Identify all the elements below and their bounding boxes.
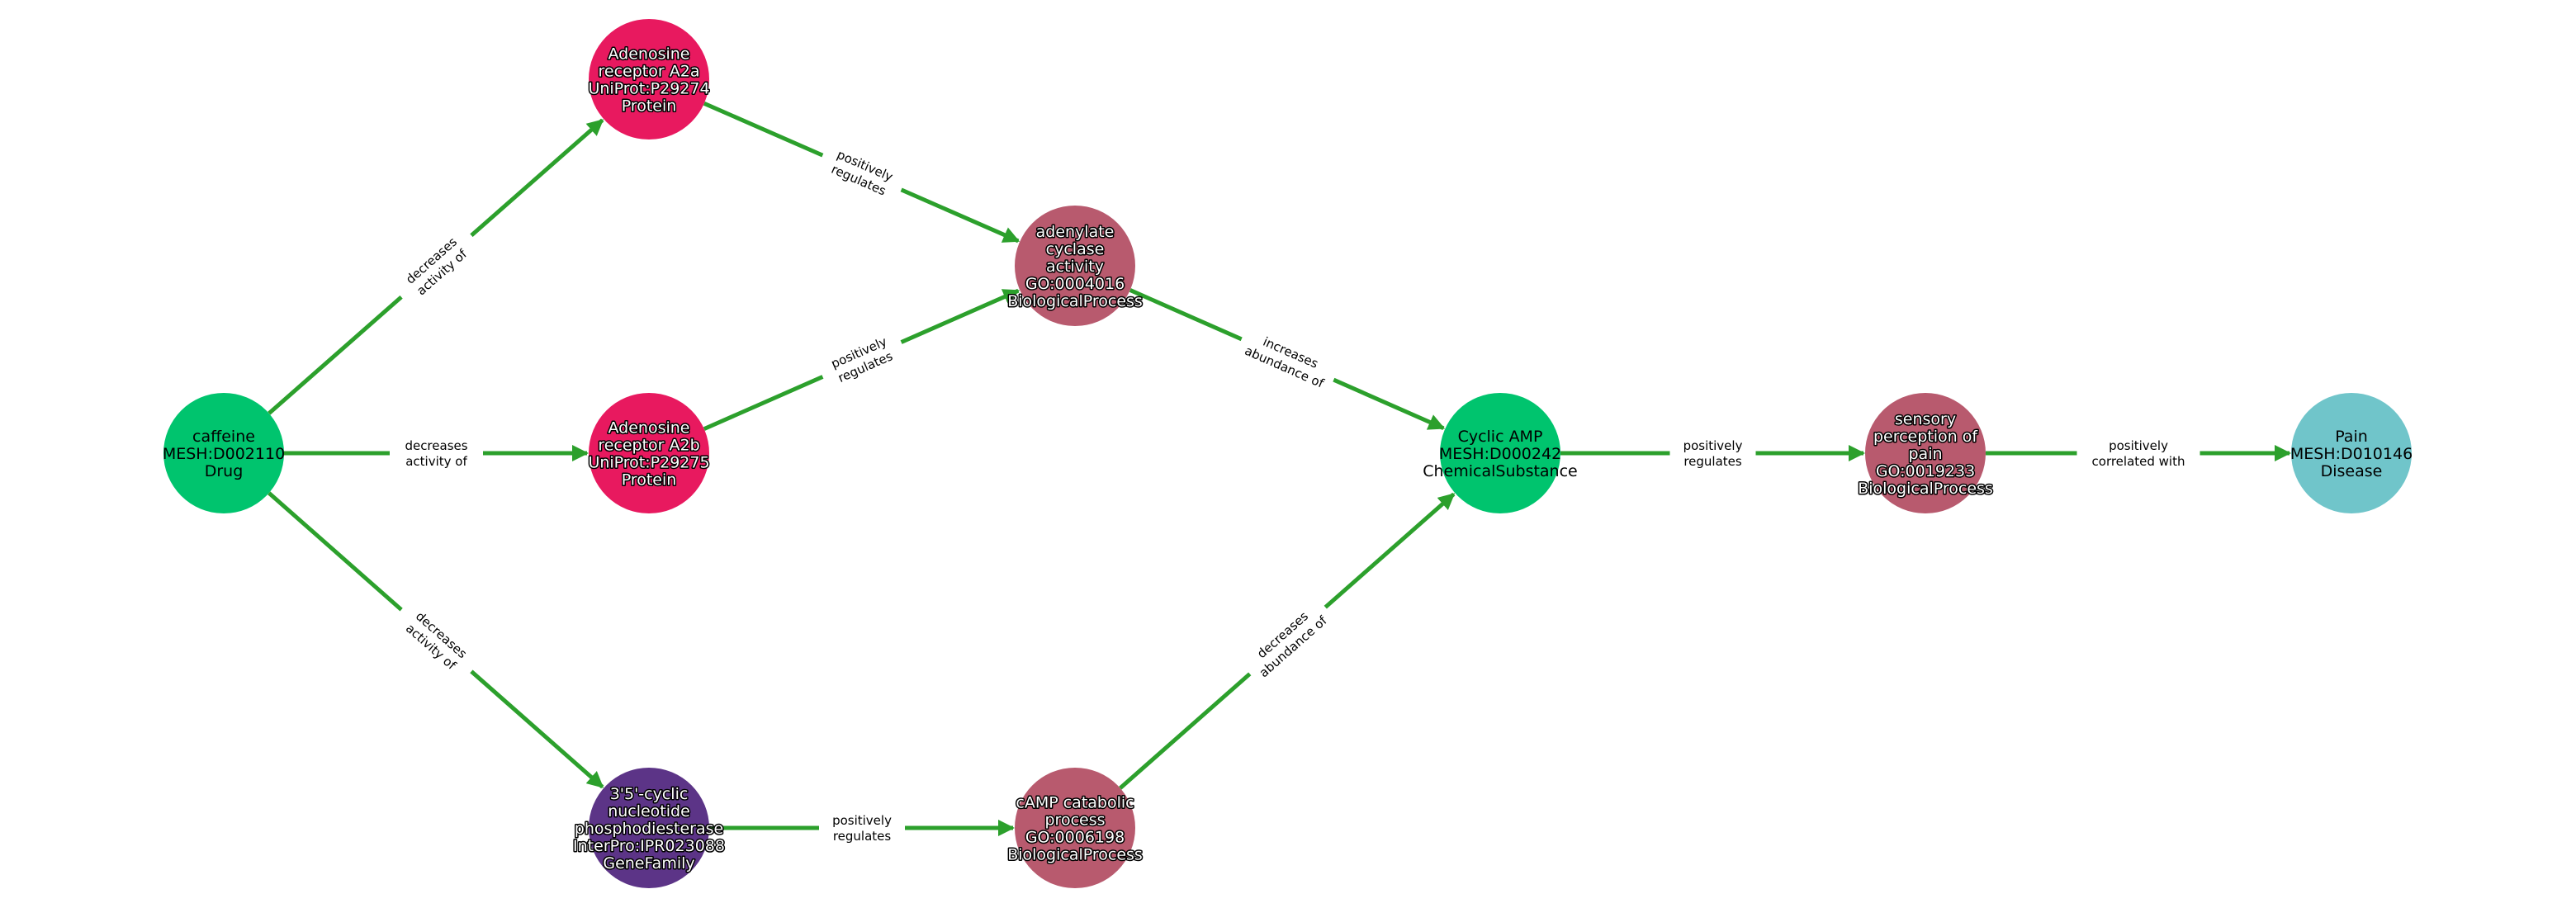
node-label: GO:0019233 [1876, 462, 1975, 480]
nodes-layer: caffeineMESH:D002110DrugAdenosinerecepto… [163, 19, 2413, 888]
node-circle[interactable] [1440, 393, 1560, 513]
edge-label-text: positively [1683, 438, 1743, 453]
node-label: Protein [622, 471, 677, 489]
node-label: MESH:D002110 [163, 445, 285, 463]
node-camp_cat[interactable]: cAMP catabolicprocessGO:0006198Biologica… [1006, 768, 1144, 888]
node-circle[interactable] [1015, 206, 1135, 326]
node-circle[interactable] [1015, 768, 1135, 888]
node-label: UniProt:P29275 [588, 454, 709, 472]
node-label: BiologicalProcess [1007, 292, 1143, 310]
edge-label-text: positively [832, 813, 892, 828]
edge-label-background [1234, 322, 1342, 397]
node-label: cyclase [1046, 240, 1105, 258]
node-label: process [1044, 811, 1105, 830]
node-label: adenylate [1036, 223, 1115, 241]
edge-label-text: activity of [405, 454, 467, 469]
node-label: receptor A2b [598, 437, 699, 455]
node-circle[interactable] [589, 19, 709, 140]
node-label: caffeine [192, 428, 255, 446]
edge-label-background [819, 810, 905, 846]
node-label: GeneFamily [603, 854, 694, 873]
edge-label-text: regulates [1683, 454, 1742, 469]
edge-label-background [815, 325, 909, 394]
node-label: BiologicalProcess [1007, 846, 1143, 864]
node-label: cAMP catabolic [1016, 794, 1134, 812]
node-label: activity [1046, 258, 1104, 276]
node-label: receptor A2a [599, 63, 700, 81]
node-adcy[interactable]: adenylatecyclaseactivityGO:0004016Biolog… [1006, 206, 1144, 326]
node-label: UniProt:P29274 [588, 80, 709, 98]
node-label: Adenosine [608, 45, 690, 64]
node-label: Adenosine [608, 419, 690, 437]
node-circle[interactable] [2291, 393, 2412, 513]
edge-label-background [815, 138, 909, 207]
edge-label-background [389, 221, 484, 311]
node-circle[interactable] [589, 393, 709, 513]
node-label: 3'5'-cyclic [610, 785, 689, 803]
node-label: MESH:D000242 [1439, 445, 1561, 463]
node-pde[interactable]: 3'5'-cyclicnucleotidephosphodiesteraseIn… [572, 768, 726, 888]
edge-label-background [1669, 435, 1756, 471]
node-label: Drug [205, 462, 244, 480]
node-label: phosphodiesterase [575, 820, 723, 838]
node-label: Pain [2335, 428, 2368, 446]
node-label: pain [1908, 445, 1942, 463]
node-label: perception of [1873, 428, 1978, 446]
node-label: BiologicalProcess [1858, 480, 1993, 498]
node-label: GO:0004016 [1025, 275, 1125, 293]
edge-label-text: regulates [833, 829, 892, 844]
edge-label-text: correlated with [2092, 454, 2185, 469]
node-circle[interactable] [163, 393, 284, 513]
edge-label-text: positively [2109, 438, 2168, 453]
edge-label-text: decreases [405, 438, 467, 453]
edge-label-background [390, 435, 483, 471]
node-circle[interactable] [1865, 393, 1986, 513]
edge-label-background [389, 596, 484, 685]
node-label: GO:0006198 [1025, 829, 1125, 847]
node-label: Disease [2321, 462, 2383, 480]
node-label: sensory [1895, 410, 1956, 428]
edge-label-background [2076, 435, 2200, 471]
node-label: MESH:D010146 [2290, 445, 2413, 463]
node-label: nucleotide [608, 802, 690, 821]
node-label: Cyclic AMP [1458, 428, 1543, 446]
edge-label-background [1238, 594, 1338, 688]
node-label: ChemicalSubstance [1423, 462, 1578, 480]
node-circle[interactable] [589, 768, 709, 888]
node-label: Protein [622, 97, 677, 116]
node-label: InterPro:IPR023088 [573, 837, 725, 855]
edges-layer [268, 101, 2291, 836]
